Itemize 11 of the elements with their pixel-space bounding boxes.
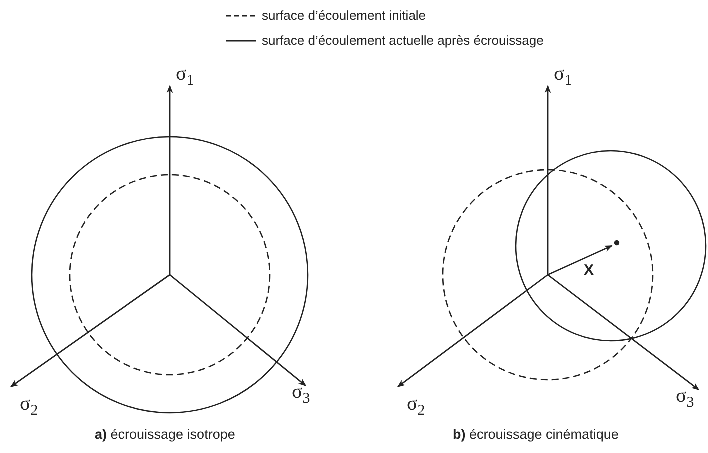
subfigure-caption: b) écrouissage cinématique <box>453 428 619 442</box>
axis-label: σ$_{2}$ <box>407 394 426 419</box>
legend-text: surface d’écoulement actuelle après écrouissage <box>262 33 544 48</box>
axis-label: σ$_{2}$ <box>20 394 38 419</box>
axis-label: σ$_{3}$ <box>676 386 694 411</box>
vector-label: X <box>584 263 594 278</box>
axis-label: σ$_{1}$ <box>176 64 194 89</box>
axis-label: σ$_{3}$ <box>292 382 310 407</box>
subfigure-caption: a) écrouissage isotrope <box>95 428 236 442</box>
legend-text: surface d’écoulement initiale <box>262 8 426 23</box>
axis-label: σ$_{1}$ <box>554 64 572 89</box>
